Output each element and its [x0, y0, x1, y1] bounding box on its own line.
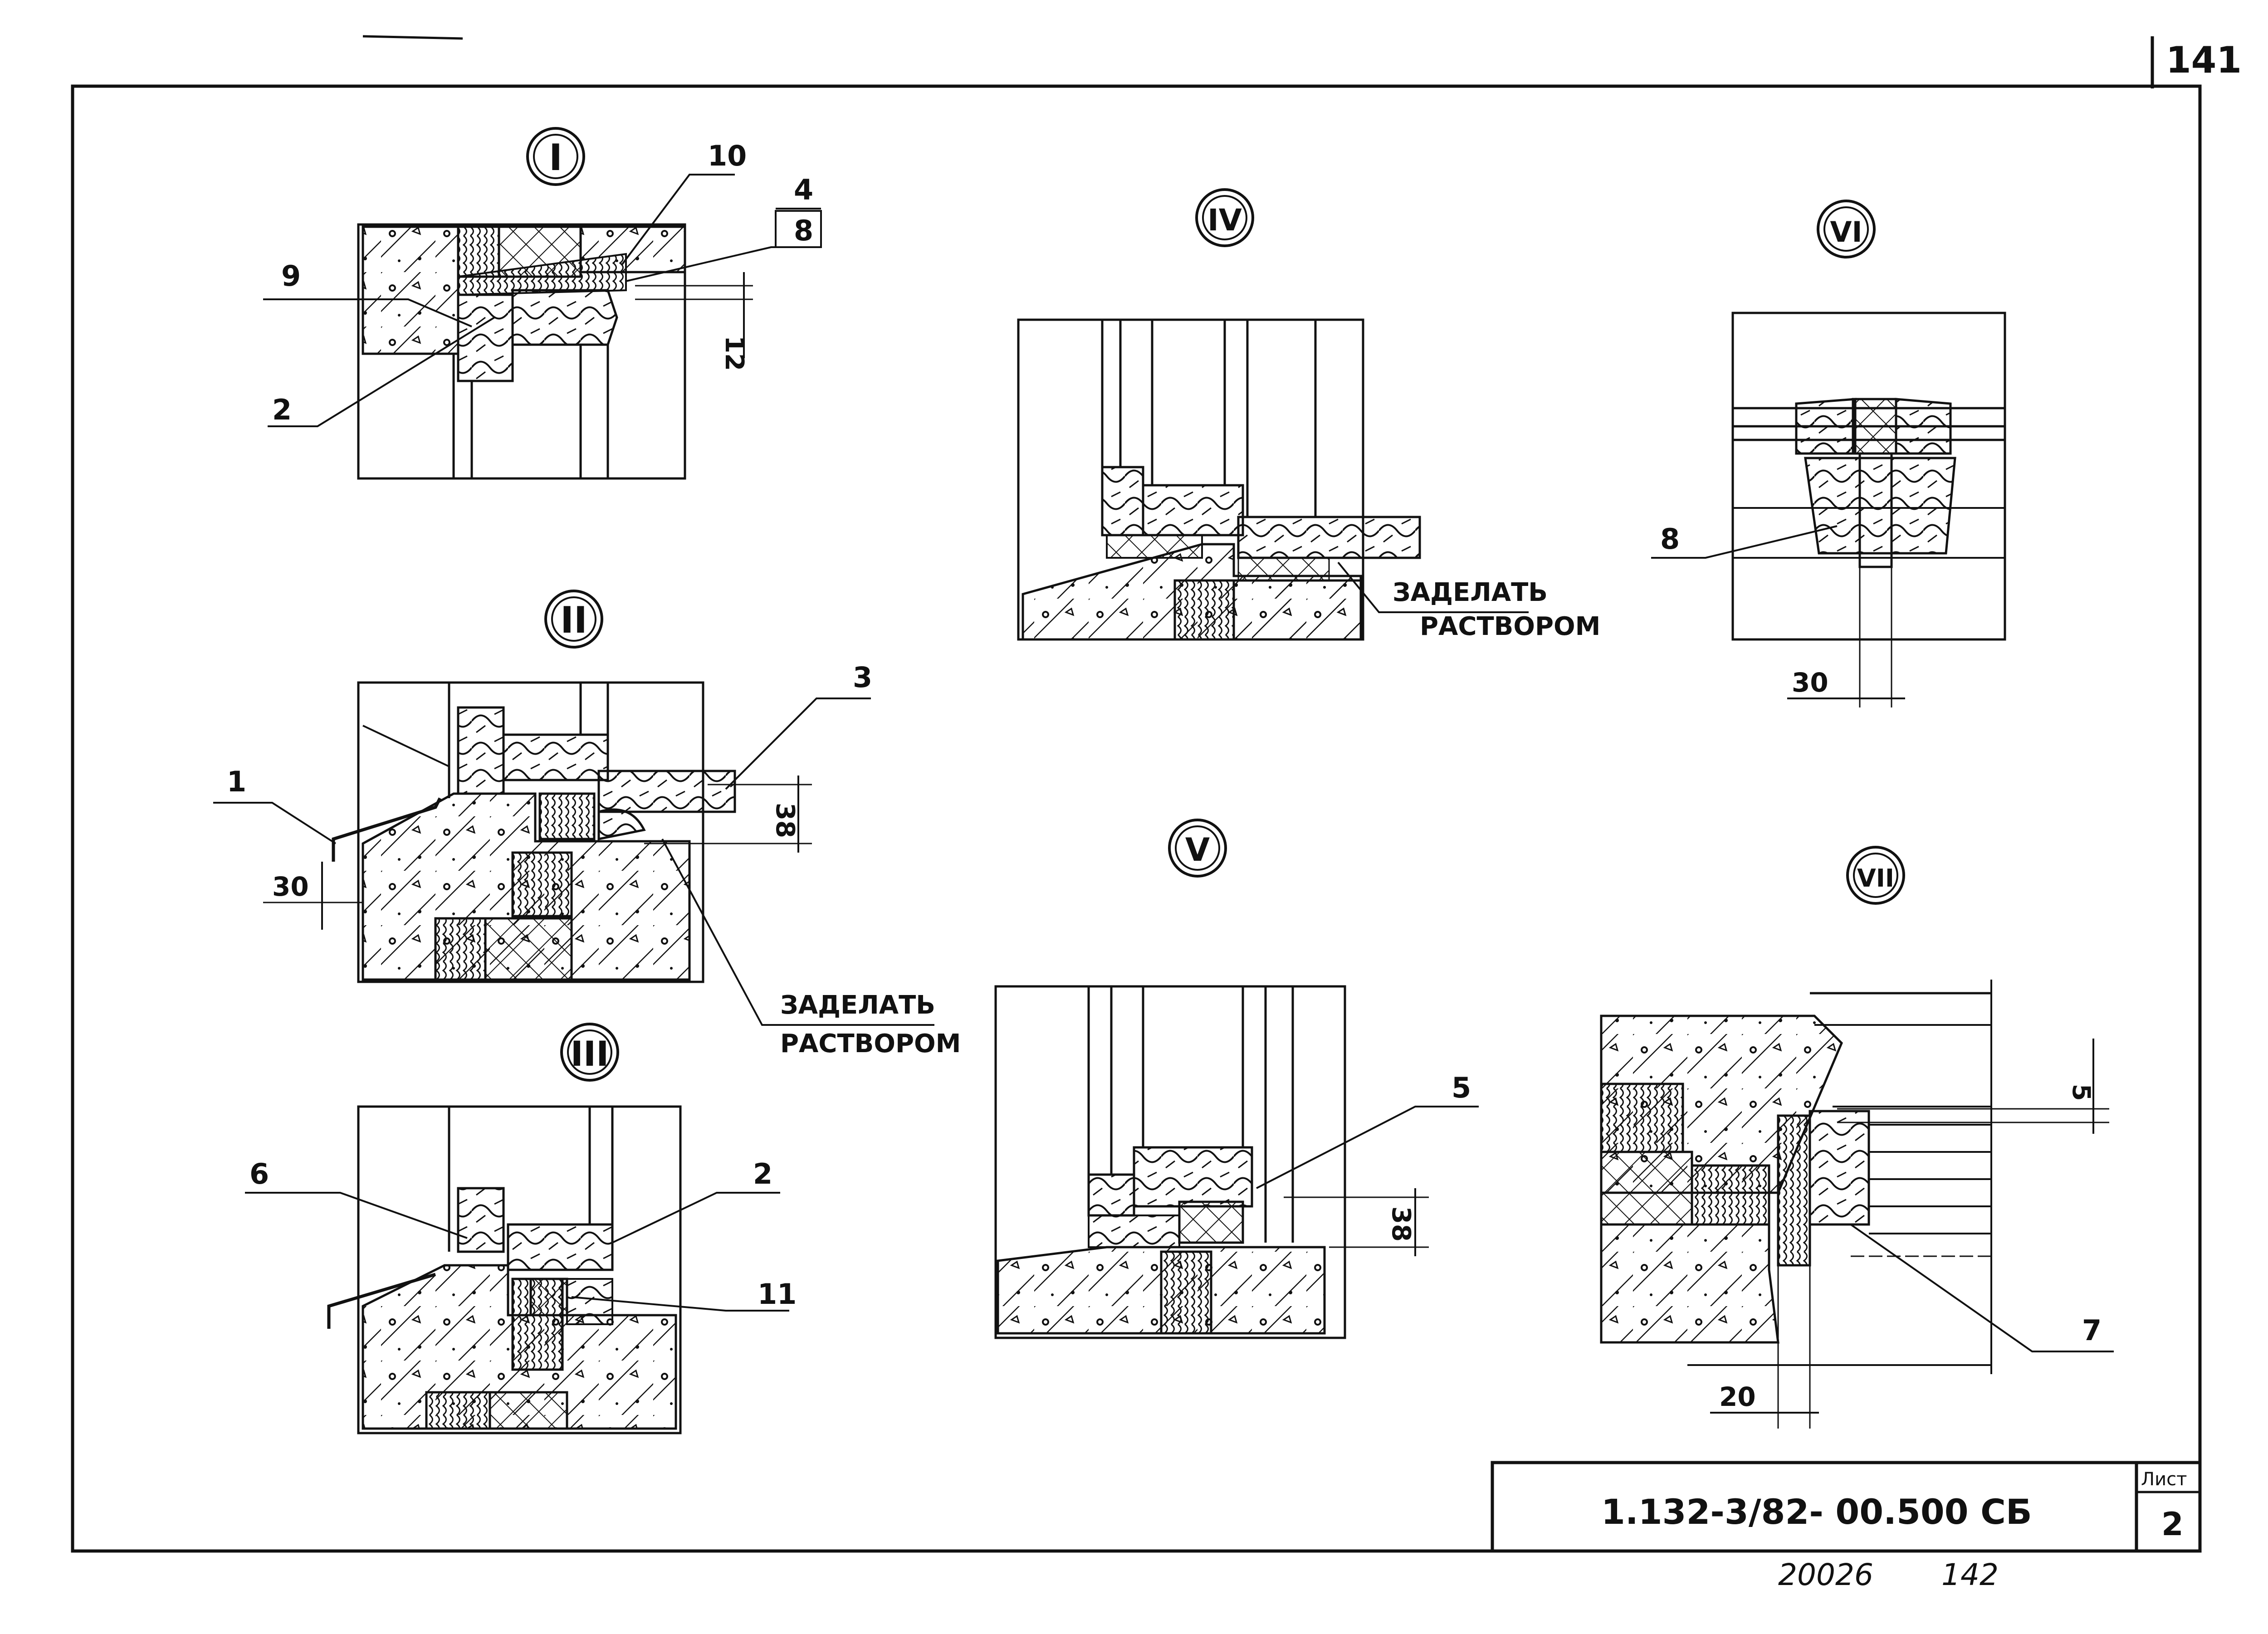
archive-number: 20026: [1778, 1557, 1873, 1592]
detail-I-label: I: [549, 137, 562, 179]
detail-IV-note-line2: РАСТВОРОМ: [1420, 612, 1600, 641]
detail-VI-label: VI: [1830, 215, 1862, 249]
detail-V: V 5 38: [994, 819, 1479, 1339]
detail-I-callout-4: 4: [794, 173, 813, 206]
detail-II-callout-3: 3: [853, 661, 872, 694]
detail-II-dim-38: 38: [770, 803, 800, 838]
detail-II-label: II: [560, 599, 587, 641]
top-scribble: [362, 35, 463, 40]
page-number: 141: [2166, 39, 2242, 81]
archive-page: 142: [1941, 1557, 1999, 1592]
detail-VI: VI 30 8: [1651, 200, 2006, 707]
detail-I-callout-9: 9: [281, 259, 301, 293]
detail-IV: IV ЗАДЕЛАТЬ РАСТВОРОМ: [1017, 188, 1600, 641]
detail-VII-dim-5: 5: [2067, 1084, 2096, 1101]
detail-VII-dim-20: 20: [1719, 1381, 1756, 1412]
frame-border: [71, 84, 2202, 1553]
detail-V-dim-38: 38: [1386, 1206, 1416, 1242]
title-block: 1.132-3/82- 00.500 СБ Лист 2 20026 142: [1491, 1461, 2202, 1592]
detail-II: II 3 1 38 30 ЗАДЕЛАТЬ РАСТВОРОМ: [213, 590, 961, 1058]
detail-VI-callout-8: 8: [1660, 522, 1680, 556]
detail-III: III 6 2 11: [245, 1023, 797, 1434]
detail-II-callout-1: 1: [227, 765, 246, 798]
detail-III-label: III: [571, 1034, 609, 1074]
detail-I-callout-8: 8: [794, 214, 813, 247]
detail-I-dim-12: 12: [719, 336, 749, 371]
detail-V-callout-5: 5: [1452, 1071, 1471, 1104]
detail-I: I 10 4 8 9 2 12: [263, 127, 822, 480]
detail-I-callout-10: 10: [708, 139, 747, 172]
detail-II-dim-30: 30: [272, 871, 309, 902]
detail-III-callout-11: 11: [758, 1278, 797, 1311]
detail-VI-dim-30: 30: [1792, 667, 1828, 698]
detail-IV-label: IV: [1207, 203, 1242, 238]
detail-V-label: V: [1185, 831, 1210, 868]
detail-IV-note-line1: ЗАДЕЛАТЬ: [1393, 578, 1548, 607]
detail-I-callout-2: 2: [272, 393, 292, 426]
list-label: Лист: [2141, 1469, 2187, 1490]
detail-II-note-line1: ЗАДЕЛАТЬ: [780, 990, 935, 1020]
drawing-code: 1.132-3/82- 00.500 СБ: [1601, 1492, 2032, 1532]
detail-II-note-line2: РАСТВОРОМ: [780, 1029, 961, 1058]
detail-III-callout-6: 6: [249, 1157, 269, 1190]
detail-VII: VII 5 20 7: [1600, 846, 2114, 1429]
list-number: 2: [2161, 1506, 2184, 1543]
detail-VII-label: VII: [1857, 864, 1894, 893]
detail-III-callout-2: 2: [753, 1157, 772, 1190]
detail-VII-callout-7: 7: [2082, 1314, 2102, 1347]
